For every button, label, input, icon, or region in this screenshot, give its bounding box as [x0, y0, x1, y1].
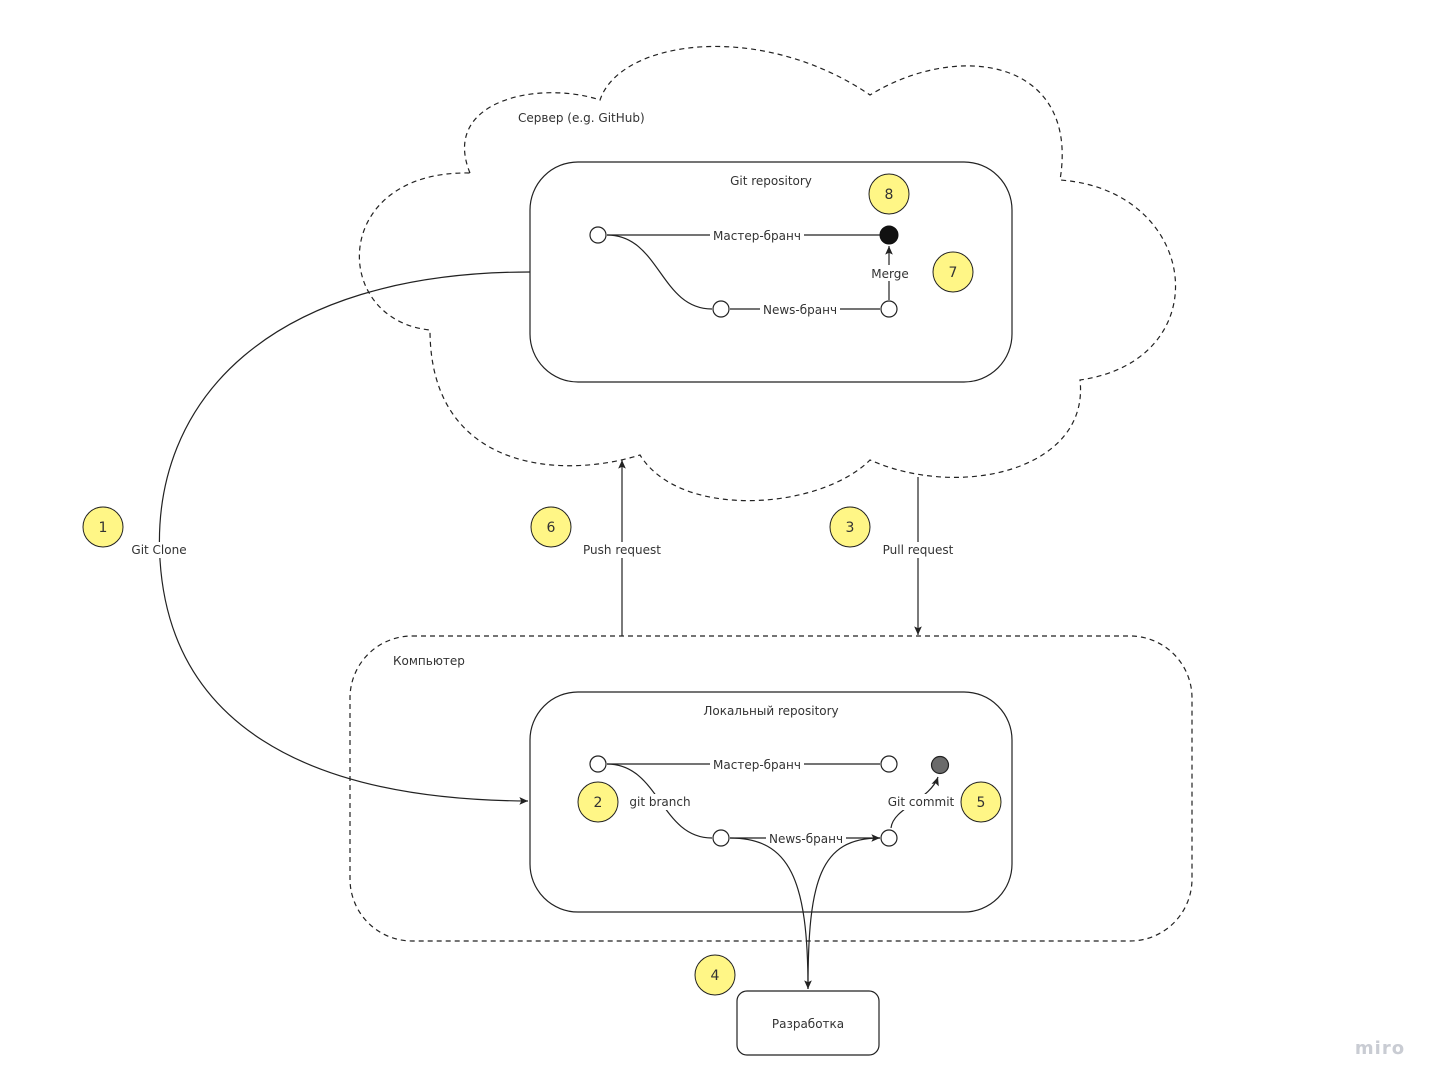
pull-request-label: Pull request [883, 543, 954, 557]
step-badge-7: 7 [932, 251, 974, 293]
git-branch-label: git branch [629, 795, 690, 809]
local-news-branch-label: News-бранч [769, 832, 843, 846]
remote-master-branch-label: Мастер-бранч [713, 229, 801, 243]
local-news-start-commit [712, 829, 730, 847]
remote-news-branch-label: News-бранч [763, 303, 837, 317]
step-badge-4: 4 [694, 954, 736, 996]
server-cloud [358, 45, 1177, 502]
news-to-development-edge [729, 837, 812, 990]
svg-text:5: 5 [977, 795, 986, 811]
server-label: Сервер (e.g. GitHub) [518, 111, 645, 125]
git-clone-label: Git Clone [131, 543, 186, 557]
local-repository-box [529, 691, 1013, 913]
local-master-start-commit [589, 755, 607, 773]
svg-text:3: 3 [846, 520, 855, 536]
step-badge-3: 3 [829, 506, 871, 548]
step-badge-1: 1 [82, 506, 124, 548]
development-to-news-edge [807, 834, 881, 990]
git-clone-edge [158, 271, 531, 805]
computer-boundary [349, 635, 1193, 942]
git-repository-label: Git repository [730, 174, 812, 188]
local-master-end-commit [880, 755, 898, 773]
local-new-commit [930, 755, 950, 775]
svg-text:8: 8 [885, 187, 894, 203]
remote-news-end-commit [880, 300, 898, 318]
svg-text:7: 7 [949, 265, 958, 281]
development-box [736, 990, 880, 1056]
computer-label: Компьютер [393, 654, 465, 668]
svg-text:6: 6 [547, 520, 556, 536]
step-badge-5: 5 [960, 781, 1002, 823]
local-repository-label: Локальный repository [703, 704, 838, 718]
step-badge-8: 8 [868, 173, 910, 215]
svg-text:2: 2 [594, 795, 603, 811]
development-label: Разработка [772, 1017, 844, 1031]
local-news-end-commit [880, 829, 898, 847]
remote-master-start-commit [589, 226, 607, 244]
step-badge-6: 6 [530, 506, 572, 548]
svg-text:1: 1 [99, 520, 108, 536]
git-commit-label: Git commit [888, 795, 955, 809]
push-request-label: Push request [583, 543, 661, 557]
remote-merged-commit [879, 225, 899, 245]
remote-news-start-commit [712, 300, 730, 318]
step-badge-2: 2 [577, 781, 619, 823]
local-master-branch-label: Мастер-бранч [713, 758, 801, 772]
merge-label: Merge [871, 267, 908, 281]
miro-watermark: miro [1355, 1038, 1405, 1059]
remote-branch-curve [606, 234, 713, 310]
svg-text:4: 4 [711, 968, 720, 984]
